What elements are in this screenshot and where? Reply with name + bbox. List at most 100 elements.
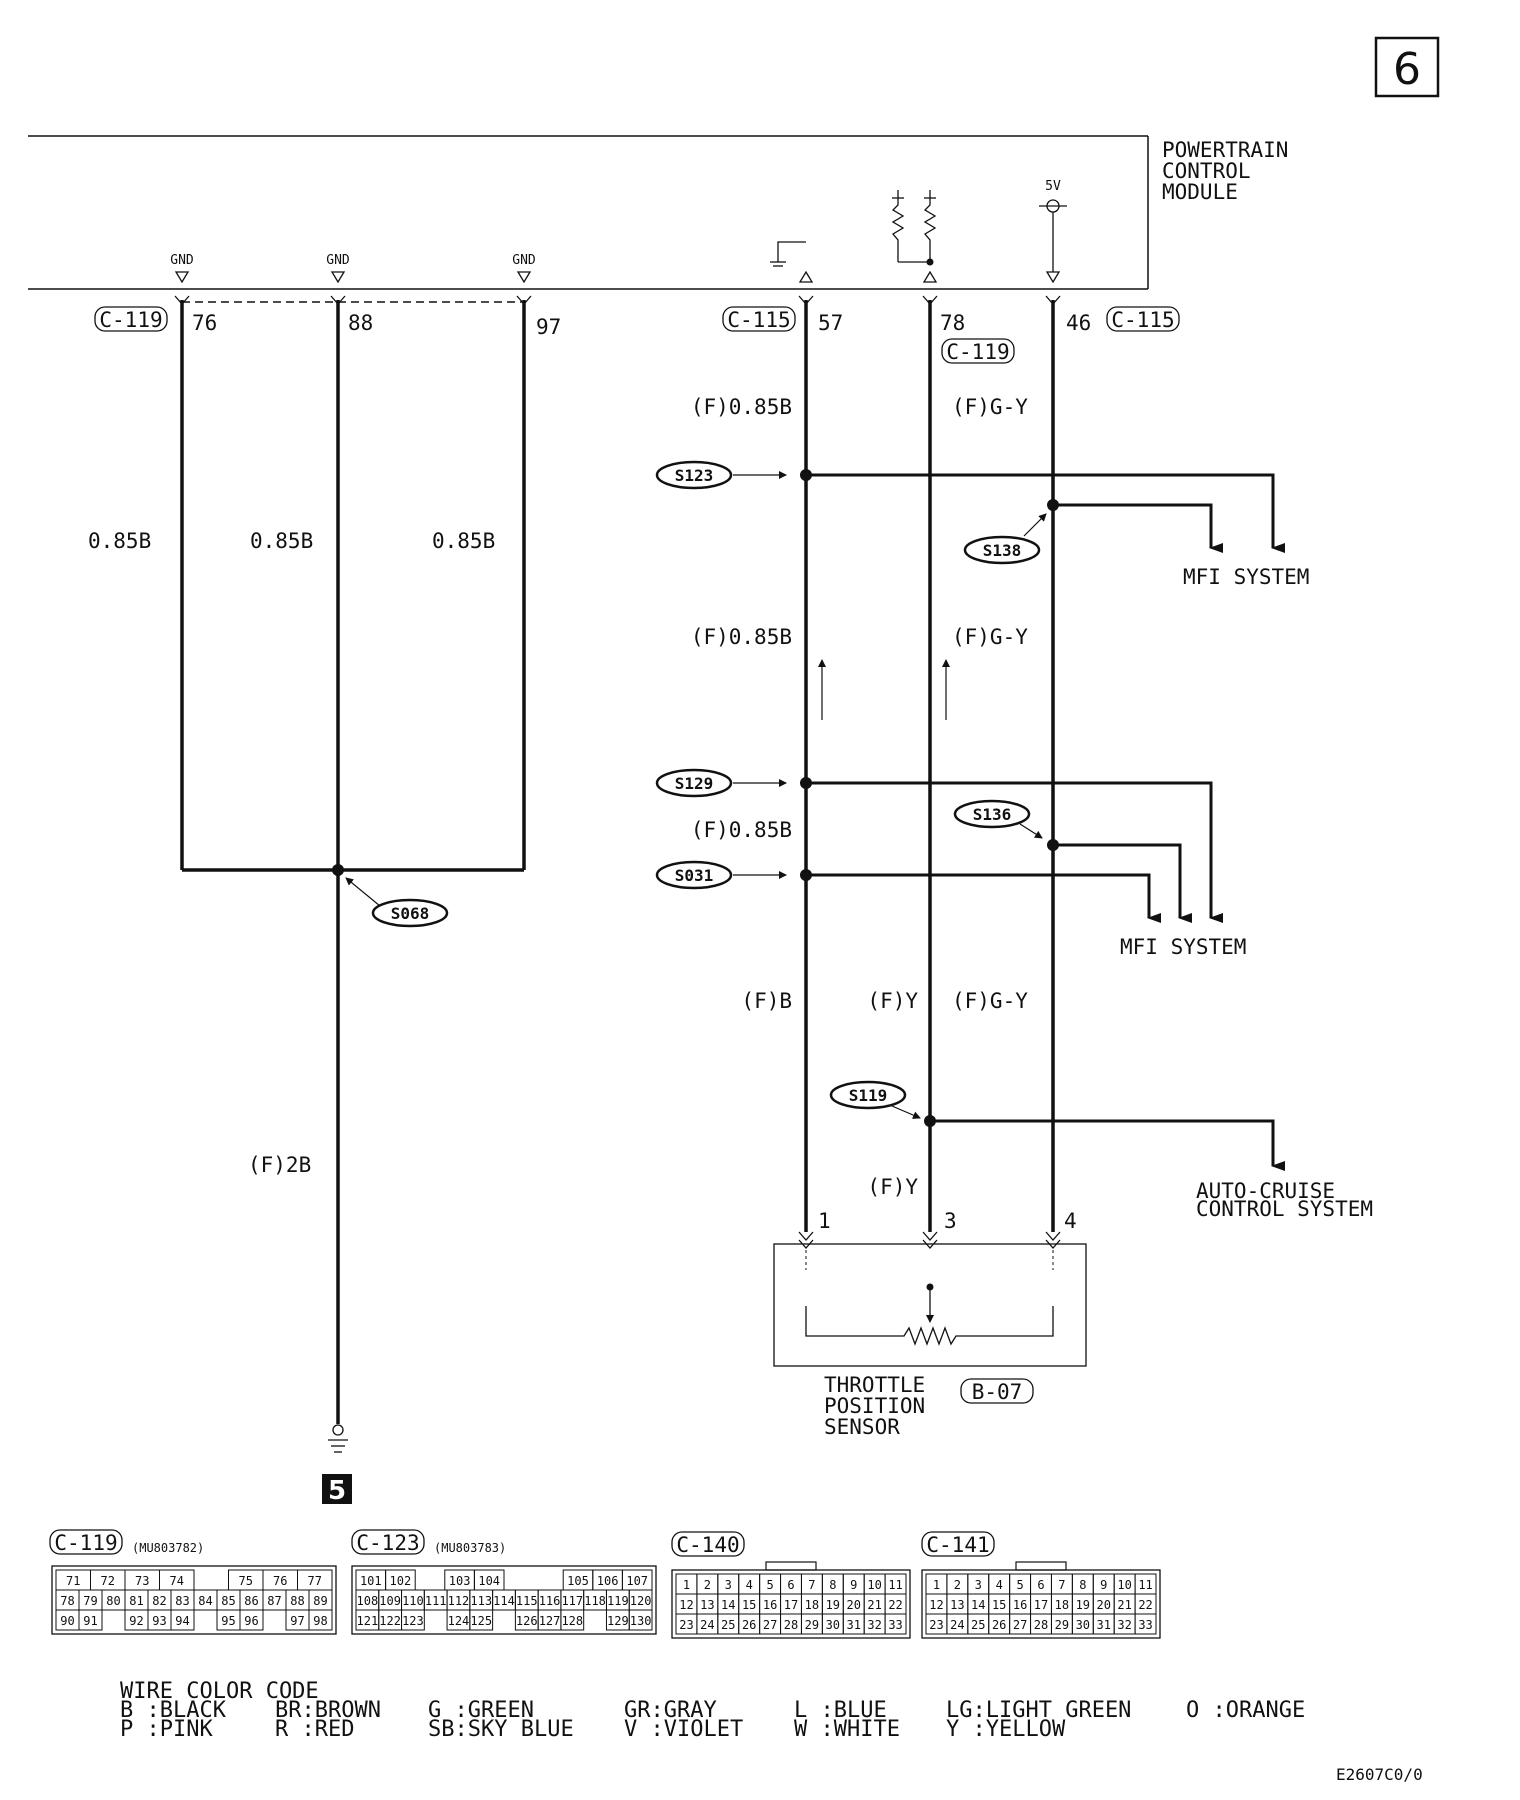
connector-pin-number: 92 (129, 1614, 143, 1628)
splice-s129: S129 (655, 768, 1223, 923)
connector-pin-number: 13 (700, 1598, 714, 1612)
connector-pin-number: 20 (847, 1598, 861, 1612)
connector-pin-number: 121 (357, 1614, 379, 1628)
connector-c115-right-label: C-115 (1106, 306, 1180, 332)
connector-pin-number: 97 (290, 1614, 304, 1628)
connector-pin-number: 71 (66, 1574, 80, 1588)
pin-76: 76 (192, 311, 217, 335)
legend-entry: P :PINK (120, 1717, 213, 1742)
potentiometer-icon (805, 1306, 1054, 1346)
connector-pin-number: 95 (221, 1614, 235, 1628)
connector-pin-number: 7 (1058, 1578, 1065, 1592)
connector-pin-number: 1 (683, 1578, 690, 1592)
connector-pin-number: 90 (60, 1614, 74, 1628)
gnd-terminal-76: GND (170, 253, 194, 284)
wire-label: (F)Y (867, 989, 918, 1013)
connector-pin-number: 27 (763, 1618, 777, 1632)
connector-id-frame (49, 1529, 123, 1555)
wire-label: (F)B (741, 989, 792, 1013)
connector-pin-number: 102 (390, 1574, 412, 1588)
connector-pin-number: 21 (1117, 1598, 1131, 1612)
connector-pin-number: 3 (975, 1578, 982, 1592)
connector-id: C-141 (926, 1533, 989, 1557)
connector-pin-number: 101 (360, 1574, 382, 1588)
connector-pin-number: 8 (1079, 1578, 1086, 1592)
connector-pin-cell (560, 1609, 585, 1631)
connector-pin-number: 94 (175, 1614, 189, 1628)
connector-pin-number: 87 (267, 1594, 281, 1608)
connector-pin-cell (239, 1609, 264, 1631)
connector-b07-label: B-07 (960, 1378, 1034, 1404)
sensor-pin-3: 3 (944, 1209, 957, 1233)
sensor-pin-4: 4 (1064, 1209, 1077, 1233)
connector-pin-number: 31 (847, 1618, 861, 1632)
connector-pin-number: 112 (448, 1594, 470, 1608)
connector-pin-number: 117 (561, 1594, 583, 1608)
wire-color-code-legend: WIRE COLOR CODE B :BLACK BR:BROWN G :GRE… (120, 1679, 1305, 1742)
connector-pin-number: 11 (888, 1578, 902, 1592)
connector-c119-label: C-119 (94, 306, 168, 332)
connector-pin-number: 73 (135, 1574, 149, 1588)
connector-pin-number: 96 (244, 1614, 258, 1628)
connector-pin-number: 18 (805, 1598, 819, 1612)
connector-pin-cell (401, 1609, 425, 1631)
svg-text:C-115: C-115 (1111, 308, 1174, 332)
sensor-name-line-3: SENSOR (824, 1415, 900, 1439)
connector-pin-number: 75 (239, 1574, 253, 1588)
connector-pin-number: 26 (742, 1618, 756, 1632)
connector-pin-number: 122 (379, 1614, 401, 1628)
connector-pin-number: 33 (888, 1618, 902, 1632)
pin-97: 97 (536, 315, 561, 339)
connector-pin-number: 77 (308, 1574, 322, 1588)
pin-78: 78 (940, 311, 965, 335)
svg-text:S119: S119 (849, 1086, 888, 1105)
connector-pin-number: 12 (929, 1598, 943, 1612)
legend-entry: BR:BROWN (275, 1698, 381, 1723)
connector-latch (765, 1561, 817, 1571)
splice-s119: S119 (829, 1080, 1285, 1171)
connector-pin-number: 8 (829, 1578, 836, 1592)
wire-label-97: 0.85B (432, 529, 495, 553)
connector-pin-number: 113 (470, 1594, 492, 1608)
legend-entry: G :GREEN (428, 1698, 534, 1723)
connector-pin-cell (884, 1613, 907, 1635)
splice-s138: S138 (963, 499, 1223, 565)
legend-entry: LG:LIGHT GREEN (946, 1698, 1131, 1723)
connector-pin-number: 114 (493, 1594, 515, 1608)
connector-pin-number: 123 (402, 1614, 424, 1628)
connector-pin-number: 2 (954, 1578, 961, 1592)
pin-88: 88 (348, 311, 373, 335)
connector-id-frame (671, 1531, 745, 1557)
destination-mfi-system: MFI SYSTEM (1183, 565, 1309, 589)
ground-wires (174, 295, 532, 1424)
connector-pin-number: 108 (357, 1594, 379, 1608)
sensor-pin-1: 1 (818, 1209, 831, 1233)
connector-pin-number: 10 (1117, 1578, 1131, 1592)
internal-ground-icon (770, 241, 814, 283)
svg-text:S068: S068 (391, 904, 430, 923)
connector-pin-number: 127 (539, 1614, 561, 1628)
connector-pin-number: 85 (221, 1594, 235, 1608)
connector-pin-number: 11 (1138, 1578, 1152, 1592)
connector-pin-number: 29 (1055, 1618, 1069, 1632)
supply-voltage: 5V (1045, 179, 1061, 194)
connector-pin-number: 115 (516, 1594, 538, 1608)
splice-s123: S123 (655, 460, 1285, 553)
connector-pin-number: 5 (766, 1578, 773, 1592)
connector-pin-number: 116 (539, 1594, 561, 1608)
connector-pin-number: 17 (784, 1598, 798, 1612)
connector-pin-number: 19 (826, 1598, 840, 1612)
connector-pin-number: 78 (60, 1594, 74, 1608)
connector-outline (51, 1565, 337, 1635)
ground-reference-badge: 5 (322, 1474, 352, 1506)
splice-s136: S136 (953, 799, 1192, 923)
module-name-line-3: MODULE (1162, 180, 1238, 204)
connector-id-frame (351, 1529, 425, 1555)
svg-text:C-119: C-119 (99, 308, 162, 332)
wire-label: (F)G-Y (952, 625, 1028, 649)
svg-text:S123: S123 (675, 466, 714, 485)
